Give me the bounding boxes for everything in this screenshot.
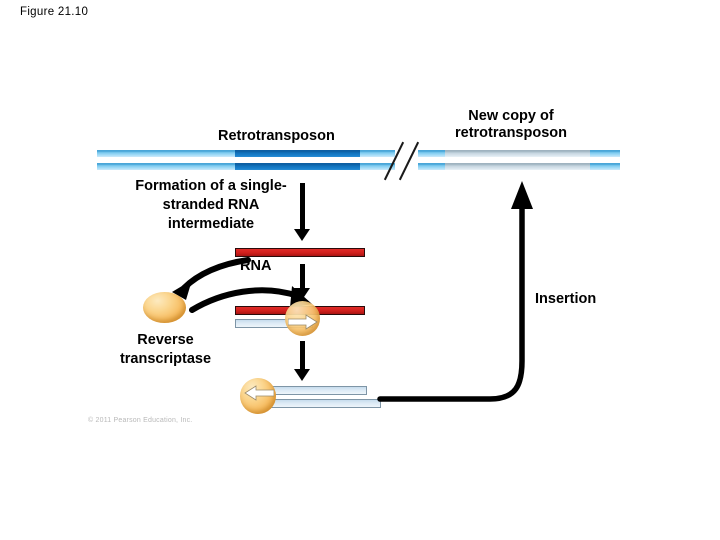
dna-flank-right <box>360 163 395 170</box>
reverse-transcriptase-enzyme-bound <box>285 301 320 336</box>
new-copy-segment <box>445 163 590 170</box>
new-copy-segment <box>445 150 590 157</box>
copyright-notice: © 2011 Pearson Education, Inc. <box>88 417 193 424</box>
cdna-duplex-bottom-strand <box>268 399 381 408</box>
insertion-arrow-head-icon <box>511 181 533 209</box>
dna-duplex-top-strand-left <box>97 150 395 157</box>
dna-flank-left <box>418 163 445 170</box>
retrotransposon-segment <box>235 150 360 157</box>
dna-duplex-top-strand-right <box>418 150 620 157</box>
dna-duplex-bottom-strand-right <box>418 163 620 170</box>
rna-to-binding-arrow-shaft <box>300 264 305 290</box>
dna-duplex-bottom-strand-left <box>97 163 395 170</box>
transcription-arrow-shaft <box>300 183 305 231</box>
synthesis-progress-arrow-shaft <box>300 341 305 371</box>
label-insertion: Insertion <box>535 291 597 307</box>
figure-label: Figure 21.10 <box>20 6 89 18</box>
curved-arrow-enzyme-to-rna-path <box>189 287 301 313</box>
dna-flank-left <box>418 150 445 157</box>
retrotransposon-segment <box>235 163 360 170</box>
dna-flank-left <box>97 163 235 170</box>
dna-flank-right <box>360 150 395 157</box>
reverse-transcriptase-enzyme <box>143 292 186 323</box>
dna-flank-left <box>97 150 235 157</box>
label-retrotransposon: Retrotransposon <box>218 128 335 144</box>
synthesis-progress-arrow-head-icon <box>294 369 310 381</box>
transcription-arrow-head-icon <box>294 229 310 241</box>
rna-strand <box>235 248 365 257</box>
curved-arrow-to-enzyme-path <box>181 257 251 291</box>
dna-flank-right <box>590 150 620 157</box>
label-reverse-transcriptase: Reverse transcriptase <box>119 332 212 367</box>
dna-flank-right <box>590 163 620 170</box>
label-formation-of-rna-intermediate: Formation of a single-stranded RNA inter… <box>135 178 287 232</box>
insertion-curved-arrow <box>377 181 533 402</box>
synthesis-direction-arrow-icon <box>288 314 318 330</box>
label-new-copy-of-retrotransposon: New copy of retrotransposon <box>455 108 567 141</box>
curved-arrow-to-enzyme-head-icon <box>172 280 192 300</box>
synthesis-direction-arrow-left-icon <box>244 385 274 401</box>
cdna-duplex-top-strand <box>268 386 367 395</box>
